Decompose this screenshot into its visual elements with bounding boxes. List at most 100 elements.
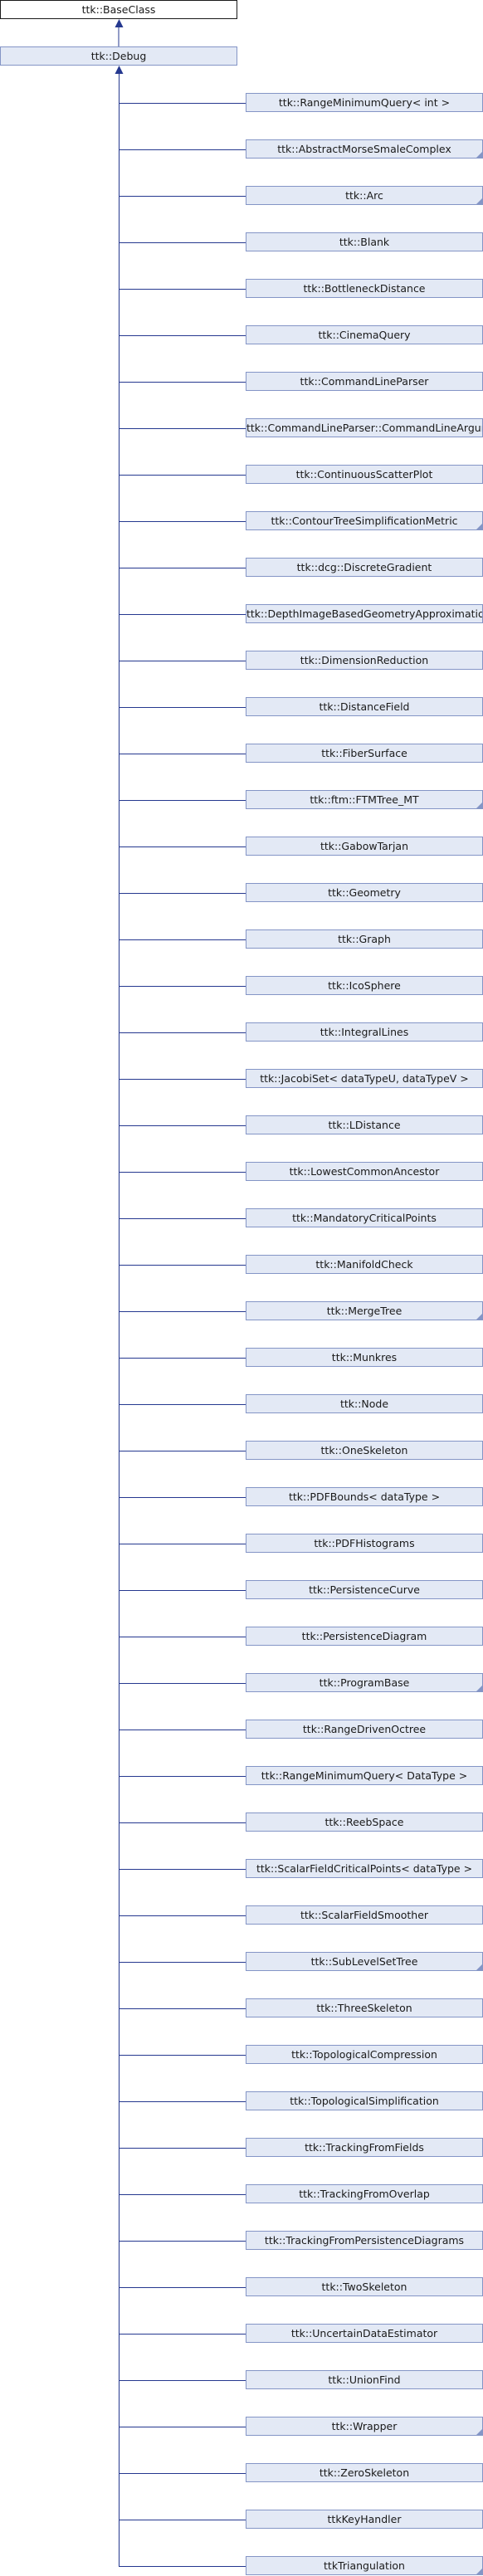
class-label: ttk::IcoSphere (328, 979, 401, 992)
class-label: ttk::MergeTree (326, 1305, 402, 1317)
class-node-ttk-programbase[interactable]: ttk::ProgramBase (246, 1673, 483, 1692)
class-label: ttk::TopologicalSimplification (290, 2095, 439, 2107)
class-node-ttk-icosphere[interactable]: ttk::IcoSphere (246, 976, 483, 995)
class-node-ttktriangulation[interactable]: ttkTriangulation (246, 2556, 483, 2575)
inheritance-arrow-debug (115, 66, 124, 74)
class-node-ttk-ftm-ftmtree-mt[interactable]: ttk::ftm::FTMTree_MT (246, 790, 483, 809)
class-label: ttk::TrackingFromFields (305, 2141, 424, 2154)
class-node-ttk-sublevelsettree[interactable]: ttk::SubLevelSetTree (246, 1952, 483, 1971)
class-label: ttk::UnionFind (328, 2374, 401, 2386)
class-label: ttk::DistanceField (319, 700, 410, 713)
class-node-ttk-scalarfieldcriticalpoints-datatype[interactable]: ttk::ScalarFieldCriticalPoints< dataType… (246, 1859, 483, 1878)
class-label: ttk::RangeDrivenOctree (302, 1723, 427, 1735)
class-label: ttk::GabowTarjan (320, 840, 409, 852)
class-label: ttk::ftm::FTMTree_MT (310, 793, 419, 806)
class-node-ttk-jacobiset-datatypeu-datatypev[interactable]: ttk::JacobiSet< dataTypeU, dataTypeV > (246, 1069, 483, 1088)
class-label: ttk::Arc (345, 189, 383, 202)
class-node-ttk-rangedrivenoctree[interactable]: ttk::RangeDrivenOctree (246, 1720, 483, 1739)
class-node-ttk-blank[interactable]: ttk::Blank (246, 232, 483, 251)
class-node-ttk-integrallines[interactable]: ttk::IntegralLines (246, 1022, 483, 1042)
class-label: ttk::RangeMinimumQuery< DataType > (261, 1769, 468, 1782)
class-label: ttk::ScalarFieldCriticalPoints< dataType… (256, 1862, 473, 1875)
class-label: ttk::ZeroSkeleton (319, 2466, 410, 2479)
class-node-ttk-pdfbounds-datatype[interactable]: ttk::PDFBounds< dataType > (246, 1487, 483, 1506)
class-node-ttk-arc[interactable]: ttk::Arc (246, 186, 483, 205)
class-label: ttk::PersistenceDiagram (301, 1630, 427, 1642)
class-label: ttk::Blank (339, 236, 390, 248)
class-node-ttk-rangeminimumquery-int[interactable]: ttk::RangeMinimumQuery< int > (246, 93, 483, 112)
class-node-ttk-dimensionreduction[interactable]: ttk::DimensionReduction (246, 651, 483, 670)
class-node-ttk-oneskeleton[interactable]: ttk::OneSkeleton (246, 1441, 483, 1460)
class-node-ttk-wrapper[interactable]: ttk::Wrapper (246, 2417, 483, 2436)
class-node-ttk-trackingfromoverlap[interactable]: ttk::TrackingFromOverlap (246, 2184, 483, 2203)
folded-subtree-icon (476, 1686, 482, 1691)
class-node-ttk-geometry[interactable]: ttk::Geometry (246, 883, 483, 902)
class-node-ttk-scalarfieldsmoother[interactable]: ttk::ScalarFieldSmoother (246, 1905, 483, 1925)
class-node-ttk-dcg-discretegradient[interactable]: ttk::dcg::DiscreteGradient (246, 558, 483, 577)
class-label: ttk::ContourTreeSimplificationMetric (271, 515, 458, 527)
class-label: ttk::Wrapper (331, 2420, 398, 2432)
class-node-ttk-topologicalcompression[interactable]: ttk::TopologicalCompression (246, 2045, 483, 2064)
class-label: ttk::TopologicalCompression (291, 2048, 437, 2061)
class-node-ttk-fibersurface[interactable]: ttk::FiberSurface (246, 744, 483, 763)
class-label: ttk::LDistance (328, 1119, 401, 1131)
class-node-ttk-abstractmorsesmalecomplex[interactable]: ttk::AbstractMorseSmaleComplex (246, 139, 483, 159)
class-node-debug[interactable]: ttk::Debug (0, 46, 237, 66)
class-label: ttk::BottleneckDistance (303, 282, 426, 295)
class-label: ttkTriangulation (324, 2559, 405, 2572)
class-node-ttk-gabowtarjan[interactable]: ttk::GabowTarjan (246, 837, 483, 856)
class-node-ttk-ldistance[interactable]: ttk::LDistance (246, 1115, 483, 1134)
class-node-ttk-mandatorycriticalpoints[interactable]: ttk::MandatoryCriticalPoints (246, 1208, 483, 1227)
class-node-ttk-cinemaquery[interactable]: ttk::CinemaQuery (246, 325, 483, 344)
folded-subtree-icon (476, 2429, 482, 2435)
folded-subtree-icon (476, 2569, 482, 2574)
class-label: ttk::Debug (90, 50, 147, 62)
class-node-ttk-topologicalsimplification[interactable]: ttk::TopologicalSimplification (246, 2091, 483, 2110)
class-label: ttk::ThreeSkeleton (316, 2002, 412, 2014)
class-node-ttk-distancefield[interactable]: ttk::DistanceField (246, 697, 483, 716)
class-label: ttk::UncertainDataEstimator (290, 2327, 438, 2339)
class-node-ttk-lowestcommonancestor[interactable]: ttk::LowestCommonAncestor (246, 1162, 483, 1181)
class-label: ttk::PDFBounds< dataType > (288, 1490, 441, 1503)
class-node-ttk-graph[interactable]: ttk::Graph (246, 929, 483, 949)
class-node-ttk-contourtreesimplificationmetric[interactable]: ttk::ContourTreeSimplificationMetric (246, 511, 483, 530)
class-label: ttk::IntegralLines (320, 1026, 409, 1038)
class-node-ttk-unionfind[interactable]: ttk::UnionFind (246, 2370, 483, 2389)
class-label: ttk::TrackingFromPersistenceDiagrams (264, 2234, 465, 2247)
class-label: ttk::PersistenceCurve (309, 1583, 420, 1596)
inheritance-arrow-base-class (115, 19, 124, 27)
class-node-ttk-pdfhistograms[interactable]: ttk::PDFHistograms (246, 1534, 483, 1553)
class-node-ttk-depthimagebasedgeometryapproximation[interactable]: ttk::DepthImageBasedGeometryApproximatio… (246, 604, 483, 623)
class-node-ttk-rangeminimumquery-datatype[interactable]: ttk::RangeMinimumQuery< DataType > (246, 1766, 483, 1785)
class-label: ttk::MandatoryCriticalPoints (292, 1212, 437, 1224)
class-node-ttk-threeskeleton[interactable]: ttk::ThreeSkeleton (246, 1998, 483, 2017)
class-node-ttk-node[interactable]: ttk::Node (246, 1394, 483, 1413)
class-node-ttk-persistencecurve[interactable]: ttk::PersistenceCurve (246, 1580, 483, 1599)
class-node-ttk-continuousscatterplot[interactable]: ttk::ContinuousScatterPlot (246, 465, 483, 484)
class-node-ttk-persistencediagram[interactable]: ttk::PersistenceDiagram (246, 1627, 483, 1646)
folded-subtree-icon (476, 1314, 482, 1320)
class-node-ttk-manifoldcheck[interactable]: ttk::ManifoldCheck (246, 1255, 483, 1274)
class-node-ttk-zeroskeleton[interactable]: ttk::ZeroSkeleton (246, 2463, 483, 2482)
class-node-ttk-mergetree[interactable]: ttk::MergeTree (246, 1301, 483, 1320)
class-label: ttk::dcg::DiscreteGradient (296, 561, 432, 573)
class-node-ttk-uncertaindataestimator[interactable]: ttk::UncertainDataEstimator (246, 2324, 483, 2343)
class-node-ttk-trackingfromfields[interactable]: ttk::TrackingFromFields (246, 2138, 483, 2157)
class-label: ttk::PDFHistograms (314, 1537, 415, 1549)
class-label: ttk::FiberSurface (321, 747, 407, 759)
class-label: ttk::TrackingFromOverlap (299, 2188, 430, 2200)
class-label: ttk::OneSkeleton (320, 1444, 408, 1456)
class-label: ttk::CinemaQuery (318, 329, 411, 341)
class-node-ttkkeyhandler[interactable]: ttkKeyHandler (246, 2510, 483, 2529)
class-node-ttk-twoskeleton[interactable]: ttk::TwoSkeleton (246, 2277, 483, 2296)
class-label: ttk::Munkres (331, 1351, 398, 1364)
class-label: ttk::Graph (338, 933, 391, 945)
class-node-ttk-munkres[interactable]: ttk::Munkres (246, 1348, 483, 1367)
class-node-ttk-trackingfrompersistencediagrams[interactable]: ttk::TrackingFromPersistenceDiagrams (246, 2231, 483, 2250)
class-node-ttk-commandlineparser[interactable]: ttk::CommandLineParser (246, 372, 483, 391)
class-node-ttk-reebspace[interactable]: ttk::ReebSpace (246, 1812, 483, 1832)
class-node-ttk-bottleneckdistance[interactable]: ttk::BottleneckDistance (246, 279, 483, 298)
class-node-ttk-commandlineparser-commandlineargument[interactable]: ttk::CommandLineParser::CommandLineArgum… (246, 418, 483, 437)
